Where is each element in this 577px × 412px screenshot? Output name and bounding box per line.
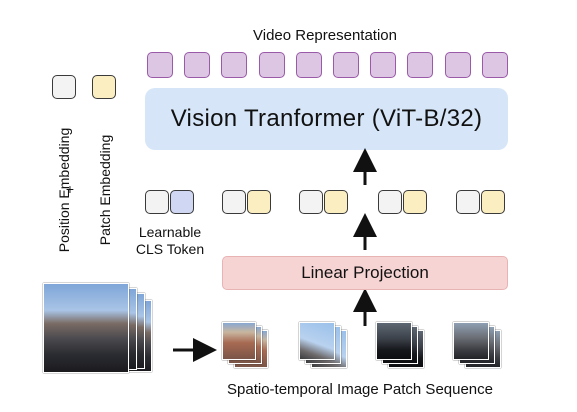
learnable-cls-line2: CLS Token <box>135 241 205 257</box>
output-token-8 <box>407 52 434 78</box>
output-token-10 <box>481 52 508 78</box>
patch-embedding-3 <box>403 190 427 214</box>
patch-sequence-label: Spatio-temporal Image Patch Sequence <box>227 381 493 398</box>
position-embedding-2 <box>299 190 323 214</box>
output-token-5 <box>295 52 322 78</box>
legend-patch-label: Patch Embedding <box>97 134 113 246</box>
learnable-cls-label: Learnable CLS Token <box>125 224 215 258</box>
patch-embedding-2 <box>324 190 348 214</box>
linear-projection-label: Linear Projection <box>301 263 429 282</box>
legend-patch-swatch <box>92 75 116 99</box>
legend-position-swatch <box>52 75 76 99</box>
video-frame-1 <box>43 283 129 373</box>
output-token-2 <box>184 52 211 78</box>
video-representation-title: Video Representation <box>253 27 397 44</box>
linear-projection-box: Linear Projection <box>222 256 508 290</box>
output-token-4 <box>258 52 285 78</box>
learnable-cls-line1: Learnable <box>138 224 202 240</box>
output-token-6 <box>333 52 359 78</box>
patch-embedding-4 <box>481 190 505 214</box>
output-token-3 <box>221 52 248 78</box>
patch-4-layer-1 <box>453 322 489 360</box>
patch-3-layer-1 <box>376 322 412 360</box>
output-token-7 <box>370 52 397 78</box>
output-token-9 <box>444 52 471 78</box>
cls-position-embedding <box>145 190 169 214</box>
vision-transformer-box: Vision Tranformer (ViT-B/32) <box>145 88 508 150</box>
patch-embedding-1 <box>247 190 271 214</box>
patch-2-layer-1 <box>299 322 335 360</box>
patch-1-layer-1 <box>222 322 256 360</box>
position-embedding-4 <box>456 190 480 214</box>
legend-plus: + <box>65 181 75 197</box>
output-token-1 <box>147 52 173 78</box>
position-embedding-1 <box>222 190 246 214</box>
position-embedding-3 <box>378 190 402 214</box>
cls-token-embedding <box>170 190 194 214</box>
vision-transformer-label: Vision Tranformer (ViT-B/32) <box>170 105 483 132</box>
